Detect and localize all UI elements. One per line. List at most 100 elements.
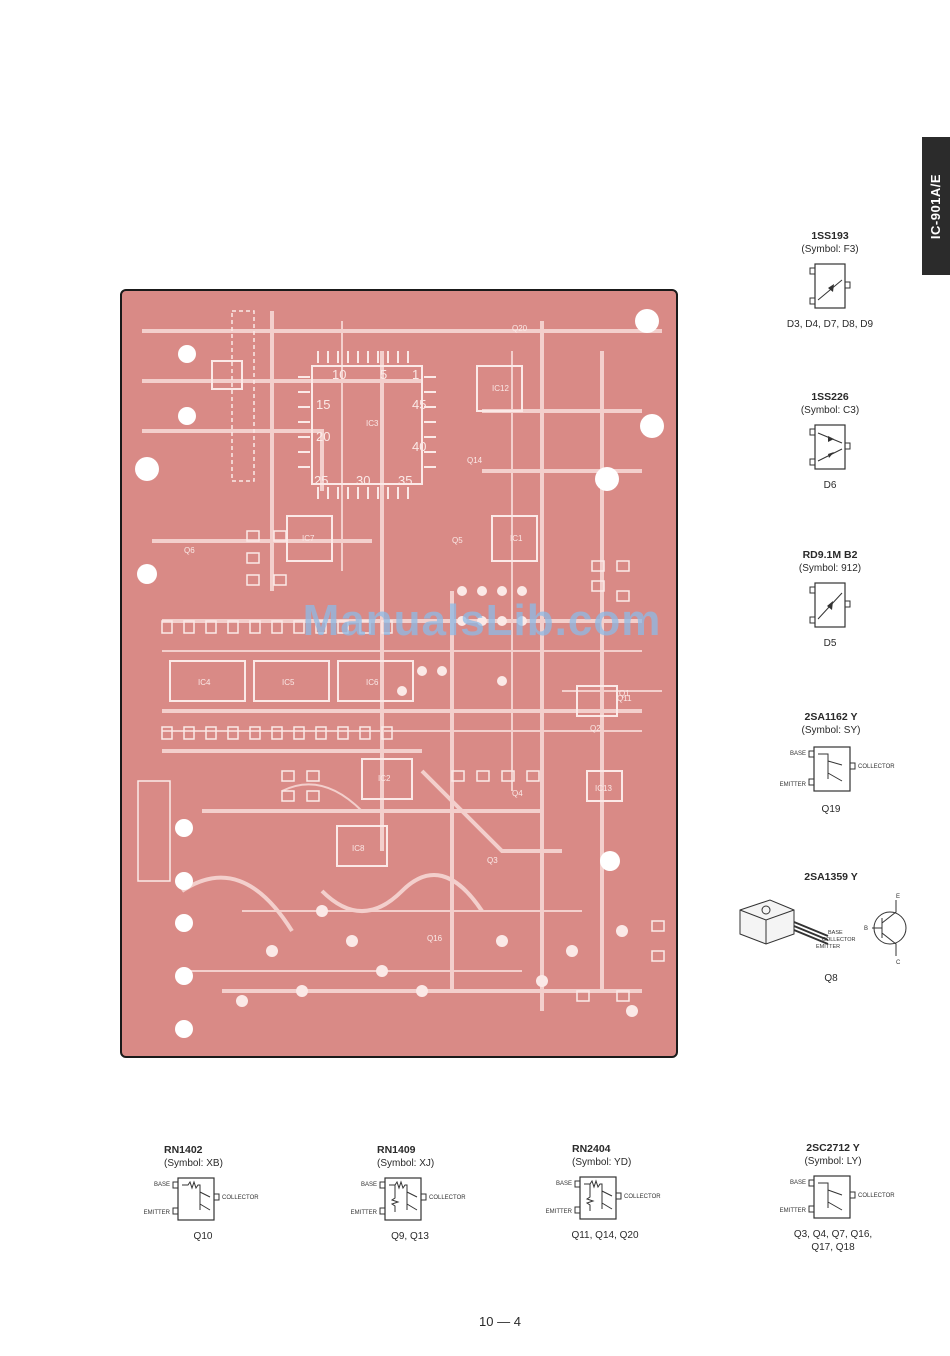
ic-pin-5: 5 (380, 367, 387, 382)
part-2sa1162: 2SA1162 Y (Symbol: SY) BASE COLLECTOR EM… (756, 711, 906, 816)
part-symbol: (Symbol: XJ) (377, 1158, 435, 1169)
part-refs-line1: Q3, Q4, Q7, Q16, (793, 1229, 873, 1240)
page-number: 10 — 4 (479, 1314, 521, 1329)
main-ic-pins (298, 351, 436, 499)
ic1-label: IC1 (510, 534, 523, 543)
transistor-to-package-icon: BASE COLLECTOR EMITTER E B C (739, 894, 907, 966)
diode-dual-icon (809, 424, 851, 470)
base-label: BASE (154, 1182, 170, 1188)
component-outlines (161, 530, 665, 1002)
part-name: 2SA1162 Y (804, 711, 858, 723)
part-name: 2SA1359 Y (804, 871, 858, 883)
ic12-label: IC12 (492, 384, 509, 393)
part-name: 1SS226 (811, 391, 849, 403)
ic-pin-15: 15 (316, 397, 330, 412)
part-rn1409: RN1409 (Symbol: XJ) BASE COLLECTOR EMITT… (335, 1144, 485, 1243)
q2-label: Q2 (590, 724, 601, 733)
collector-label: COLLECTOR (858, 1193, 895, 1199)
base-label: BASE (790, 1180, 806, 1186)
ic5-label: IC5 (282, 678, 295, 687)
transistor-resistor-icon: BASE COLLECTOR EMITTER (351, 1177, 466, 1221)
mounting-holes (135, 309, 664, 1038)
part-refs: D5 (823, 638, 837, 649)
part-refs: D6 (823, 480, 837, 491)
ic8-label: IC8 (352, 844, 365, 853)
part-name: RD9.1M B2 (802, 549, 858, 561)
base-label: BASE (828, 930, 843, 936)
connector-outline (231, 310, 255, 482)
part-name: RN1409 (377, 1144, 416, 1156)
ic-pin-30: 30 (356, 473, 370, 488)
part-name: RN1402 (164, 1144, 203, 1156)
emitter-label: EMITTER (546, 1209, 573, 1215)
part-name: RN2404 (572, 1143, 611, 1155)
emitter-label: EMITTER (144, 1210, 171, 1216)
part-refs: D3, D4, D7, D8, D9 (786, 319, 874, 330)
transistor-resistor-icon: BASE COLLECTOR EMITTER (546, 1176, 661, 1220)
ic-pin-40: 40 (412, 439, 426, 454)
q16-label: Q16 (427, 934, 443, 943)
collector-label: COLLECTOR (429, 1195, 466, 1201)
part-rd91m: RD9.1M B2 (Symbol: 912) D5 (770, 549, 890, 650)
base-label: BASE (790, 751, 806, 757)
part-symbol: (Symbol: C3) (800, 405, 860, 416)
collector-label: COLLECTOR (858, 764, 895, 770)
q14-label: Q14 (467, 456, 483, 465)
board-labels: 10 5 1 15 20 45 40 25 30 35 IC3 IC4 IC5 … (184, 324, 632, 943)
part-refs-line2: Q17, Q18 (811, 1242, 855, 1253)
part-refs: Q19 (821, 804, 841, 815)
transistor-sot-icon: BASE COLLECTOR EMITTER (780, 1175, 895, 1219)
part-symbol: (Symbol: SY) (801, 725, 861, 736)
pcb-fine-traces (162, 321, 662, 972)
model-side-tab-text: IC-901A/E (928, 173, 944, 239)
emitter-label: EMITTER (780, 782, 807, 788)
solder-pads (236, 586, 638, 1017)
e-pin-label: E (896, 894, 900, 900)
ic-pin-1: 1 (412, 367, 419, 382)
part-symbol: (Symbol: LY) (804, 1156, 862, 1167)
part-2sa1359: 2SA1359 Y BASE COLLECTOR EMITTER E B C Q… (736, 871, 926, 985)
pcb-artwork: 10 5 1 15 20 45 40 25 30 35 IC3 IC4 IC5 … (135, 309, 665, 1038)
zener-diode-icon (809, 582, 851, 628)
q1-label: Q1 (619, 689, 630, 698)
q11-label: Q11 (617, 694, 632, 703)
ic-pin-20: 20 (316, 429, 330, 444)
part-1ss193: 1SS193 (Symbol: F3) D3, D4, D7, D8, D9 (770, 230, 890, 331)
collector-label: COLLECTOR (222, 1195, 259, 1201)
collector-label: COLLECTOR (822, 937, 856, 943)
diode-single-icon (809, 263, 851, 309)
small-ic-outlines (169, 360, 623, 867)
ic13-label: IC13 (595, 784, 612, 793)
part-symbol: (Symbol: YD) (572, 1157, 632, 1168)
part-symbol: (Symbol: XB) (164, 1158, 223, 1169)
part-name: 2SC2712 Y (806, 1142, 860, 1154)
ic6-label: IC6 (366, 678, 379, 687)
part-refs: Q8 (824, 973, 838, 984)
part-1ss226: 1SS226 (Symbol: C3) D6 (770, 391, 890, 492)
q6-label: Q6 (184, 546, 195, 555)
pcb-board-diagram: 10 5 1 15 20 45 40 25 30 35 IC3 IC4 IC5 … (120, 289, 678, 1058)
q3-label: Q3 (487, 856, 498, 865)
transistor-sot-icon: BASE COLLECTOR EMITTER (780, 746, 895, 792)
q5-label: Q5 (452, 536, 463, 545)
part-symbol: (Symbol: 912) (798, 563, 862, 574)
ic-pin-45: 45 (412, 397, 426, 412)
part-rn1402: RN1402 (Symbol: XB) BASE COLLECTOR EMITT… (128, 1144, 278, 1243)
q4-label: Q4 (512, 789, 523, 798)
part-symbol: (Symbol: F3) (801, 244, 859, 255)
emitter-label: EMITTER (816, 944, 840, 950)
ic-pin-35: 35 (398, 473, 412, 488)
ic7-label: IC7 (302, 534, 315, 543)
main-ic-outline (311, 365, 423, 485)
pcb-traces (142, 311, 662, 1011)
b-pin-label: B (864, 926, 868, 932)
base-label: BASE (556, 1181, 572, 1187)
ic2-label: IC2 (378, 774, 391, 783)
ic4-label: IC4 (198, 678, 211, 687)
silkscreen-block (137, 780, 171, 882)
collector-label: COLLECTOR (624, 1194, 661, 1200)
part-2sc2712: 2SC2712 Y (Symbol: LY) BASE COLLECTOR EM… (758, 1142, 908, 1254)
part-refs: Q10 (193, 1231, 213, 1242)
transistor-resistor-icon: BASE COLLECTOR EMITTER (144, 1177, 259, 1221)
c-pin-label: C (896, 960, 901, 966)
